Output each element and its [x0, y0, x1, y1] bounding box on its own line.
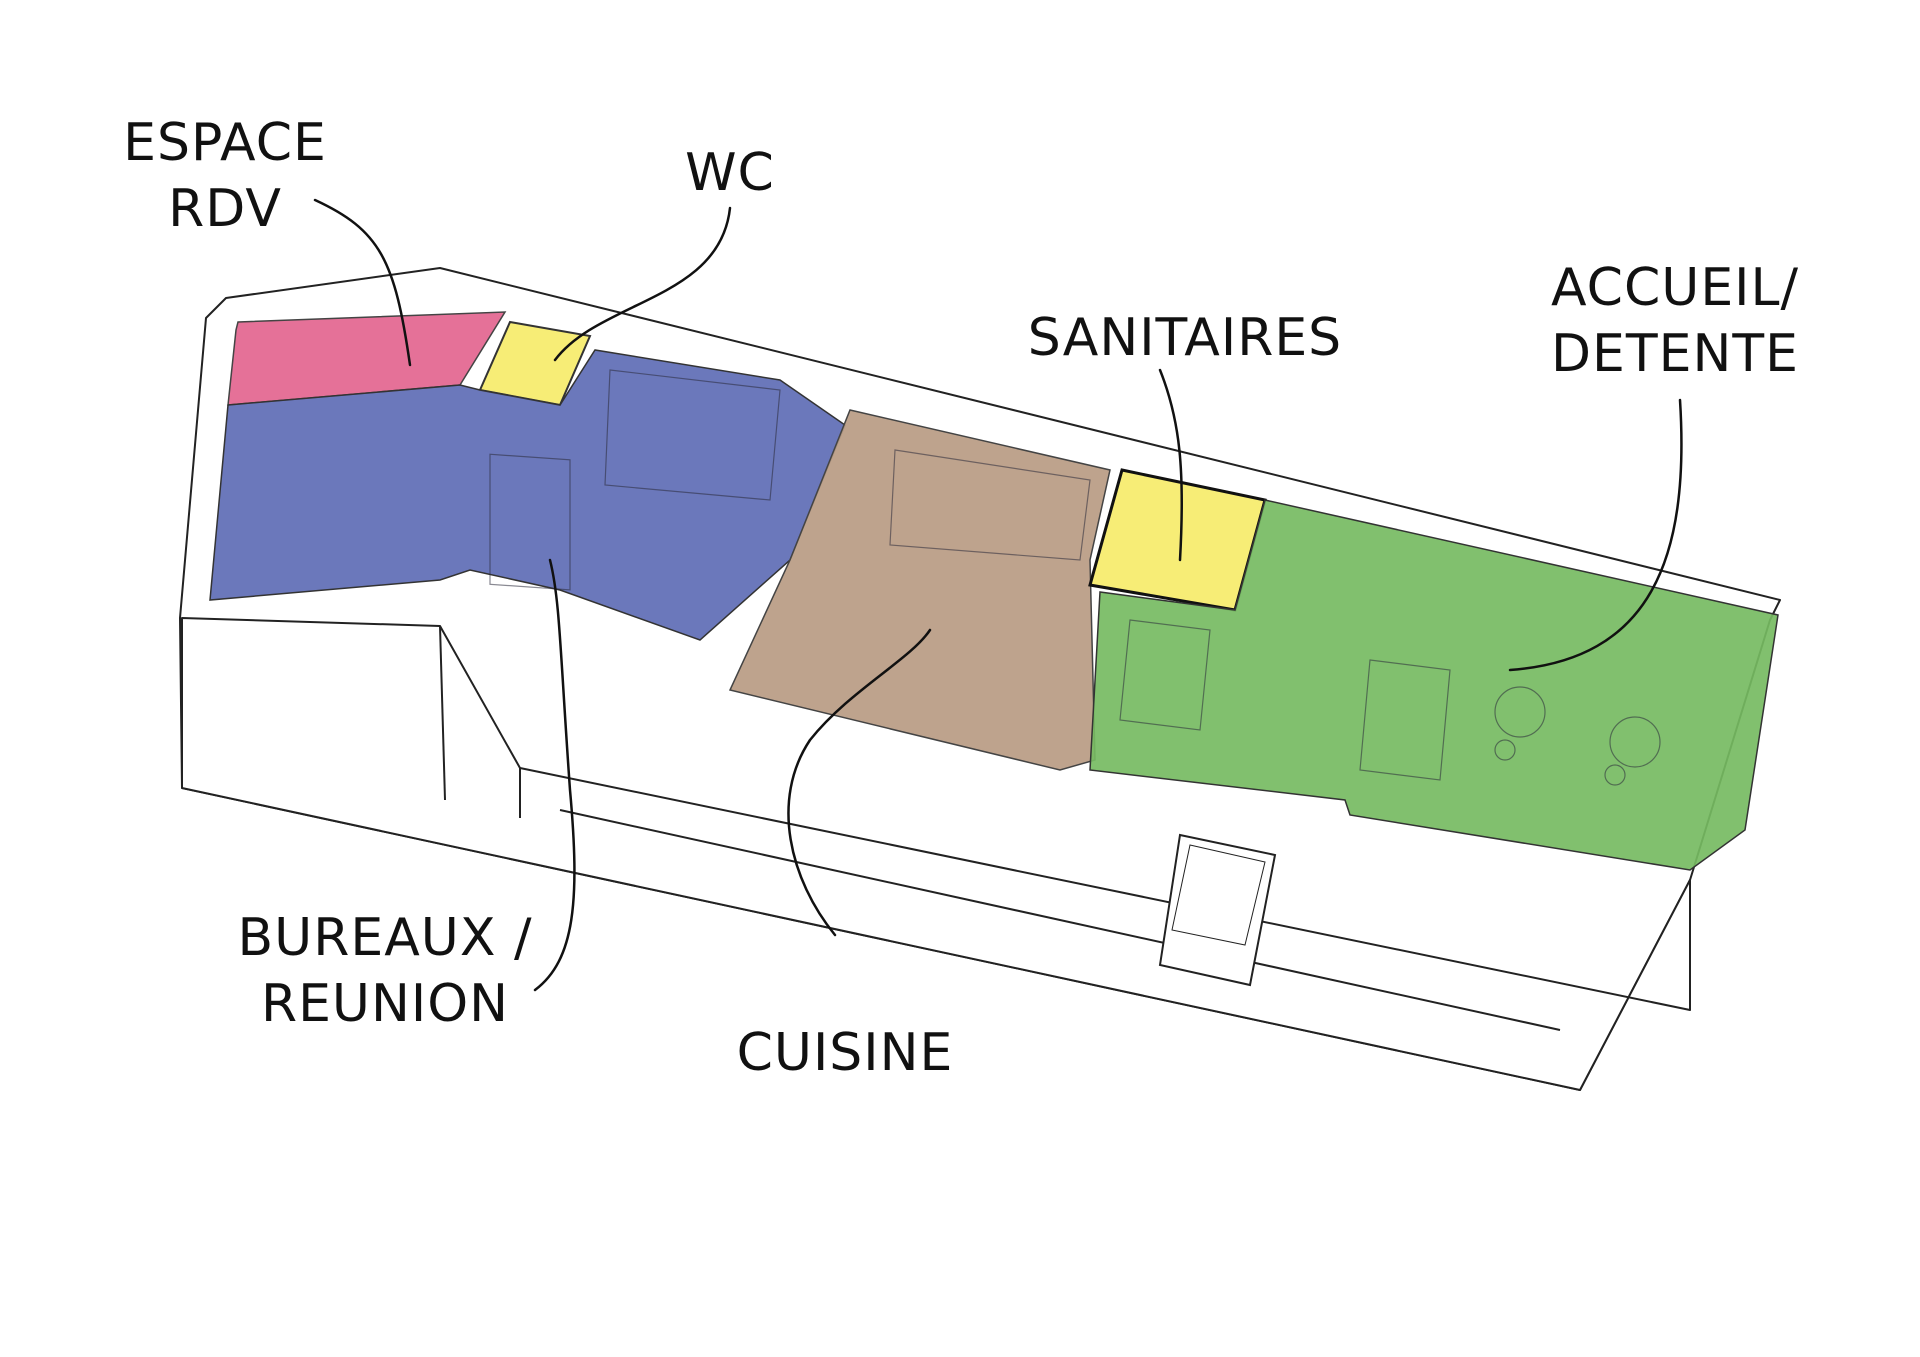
zone-cuisine [728, 409, 1111, 771]
label-sanitaires-text: SANITAIRES [1027, 308, 1343, 368]
label-accueil-detente: ACCUEIL/ DETENTE [1540, 255, 1810, 387]
leader-espace-rdv [313, 198, 412, 367]
shelving-outline [604, 369, 781, 501]
kitchen-counter-outline [889, 449, 1091, 561]
front-wall [181, 617, 1691, 1091]
label-wc-text: WC [685, 143, 775, 203]
leader-wc [553, 206, 732, 362]
table-circle [1609, 716, 1661, 768]
label-cuisine-text: CUISINE [736, 1023, 954, 1083]
stool-circle [1604, 764, 1626, 786]
label-accueil-detente-line2: DETENTE [1550, 324, 1800, 384]
label-sanitaires: SANITAIRES [1010, 305, 1360, 371]
table-circle [1494, 686, 1546, 738]
label-bureaux-reunion-line1: BUREAUX / [237, 908, 533, 968]
furniture-lines [489, 369, 1661, 786]
window-front [1158, 833, 1277, 987]
shower-outline [1119, 619, 1211, 731]
zone-accueil-detente [1089, 499, 1779, 871]
label-wc: WC [660, 140, 800, 206]
wall-edge [439, 625, 446, 801]
leader-bureaux-reunion [533, 558, 576, 992]
label-espace-rdv: ESPACE RDV [105, 110, 345, 242]
label-espace-rdv-line2: RDV [168, 179, 282, 239]
leader-cuisine [787, 628, 932, 937]
leader-sanitaires [1158, 368, 1184, 562]
label-cuisine: CUISINE [720, 1020, 970, 1086]
sofa-outline [1359, 659, 1451, 781]
wall-edge [559, 809, 1561, 1031]
stool-circle [1494, 739, 1516, 761]
label-bureaux-reunion: BUREAUX / REUNION [235, 905, 535, 1037]
label-espace-rdv-line1: ESPACE [123, 113, 327, 173]
label-bureaux-reunion-line2: REUNION [260, 974, 510, 1034]
label-accueil-detente-line1: ACCUEIL/ [1550, 258, 1800, 318]
leader-accueil-detente [1508, 398, 1683, 672]
door-outline [489, 453, 571, 591]
